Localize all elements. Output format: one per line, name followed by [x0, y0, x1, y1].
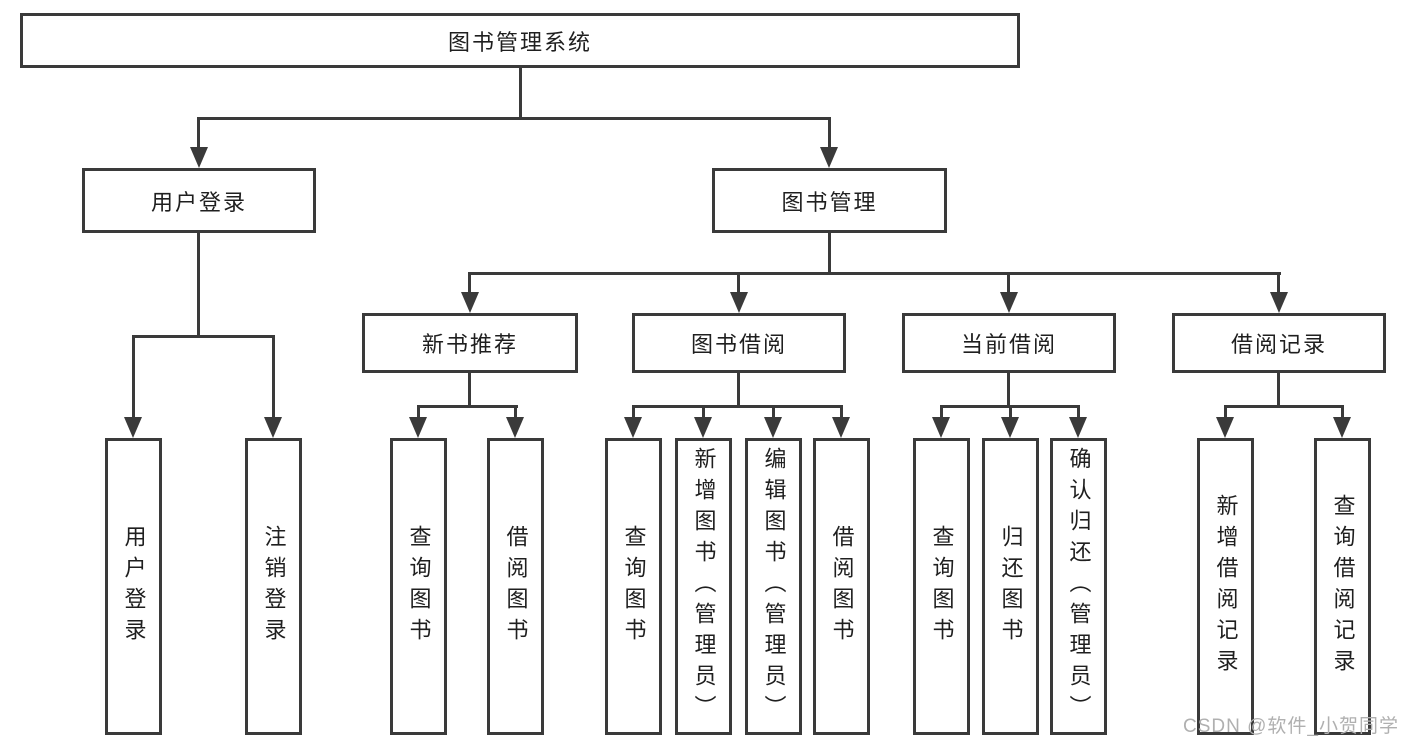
- csdn-watermark: CSDN @软件_小贺同学: [1183, 716, 1399, 737]
- leaf-label: 用户登录: [121, 524, 147, 649]
- connector-line: [1224, 405, 1344, 408]
- connector-line: [197, 117, 200, 149]
- arrow-down: [694, 417, 712, 438]
- node-library-management-system: 图书管理系统: [20, 13, 1020, 68]
- node-book-management: 图书管理: [712, 168, 947, 233]
- arrow-down: [932, 417, 950, 438]
- leaf-label: 新增图书（管理员）: [691, 447, 717, 726]
- connector-line: [197, 233, 200, 335]
- connector-line: [514, 405, 517, 418]
- leaf-label: 查询借阅记录: [1330, 493, 1356, 680]
- arrow-down: [264, 417, 282, 438]
- arrow-down: [461, 292, 479, 313]
- connector-line: [840, 405, 843, 418]
- leaf-query-books-current: 查询图书: [913, 438, 970, 735]
- leaf-add-book-admin: 新增图书（管理员）: [675, 438, 732, 735]
- connector-line: [702, 405, 705, 418]
- leaf-label: 确认归还（管理员）: [1066, 447, 1092, 726]
- leaf-label: 注销登录: [261, 524, 287, 649]
- node-current-borrow: 当前借阅: [902, 313, 1116, 373]
- connector-line: [132, 335, 135, 417]
- connector-line: [1277, 272, 1280, 293]
- arrow-down: [409, 417, 427, 438]
- connector-line: [632, 405, 843, 408]
- node-borrow-records: 借阅记录: [1172, 313, 1386, 373]
- leaf-label: 编辑图书（管理员）: [761, 447, 787, 726]
- arrow-down: [1001, 417, 1019, 438]
- connector-line: [468, 272, 471, 293]
- arrow-down: [506, 417, 524, 438]
- connector-line: [1007, 373, 1010, 405]
- leaf-confirm-return-admin: 确认归还（管理员）: [1050, 438, 1107, 735]
- leaf-edit-book-admin: 编辑图书（管理员）: [745, 438, 802, 735]
- leaf-label: 查询图书: [621, 524, 647, 649]
- leaf-label: 归还图书: [998, 524, 1024, 649]
- connector-line: [737, 272, 740, 293]
- connector-line: [417, 405, 518, 408]
- leaf-borrow-books-recommend: 借阅图书: [487, 438, 544, 735]
- arrow-down: [1270, 292, 1288, 313]
- connector-line: [1009, 405, 1012, 418]
- connector-line: [417, 405, 420, 418]
- leaf-add-borrow-record: 新增借阅记录: [1197, 438, 1254, 735]
- leaf-return-book: 归还图书: [982, 438, 1039, 735]
- connector-line: [468, 272, 1281, 275]
- connector-line: [1077, 405, 1080, 418]
- connector-line: [1007, 272, 1010, 293]
- arrow-down: [730, 292, 748, 313]
- connector-line: [828, 117, 831, 149]
- arrow-down: [1000, 292, 1018, 313]
- connector-line: [132, 335, 275, 338]
- leaf-label: 借阅图书: [829, 524, 855, 649]
- node-user-login: 用户登录: [82, 168, 316, 233]
- arrow-down: [820, 147, 838, 168]
- arrow-down: [764, 417, 782, 438]
- connector-line: [197, 117, 831, 120]
- leaf-query-borrow-record: 查询借阅记录: [1314, 438, 1371, 735]
- node-new-book-recommend: 新书推荐: [362, 313, 578, 373]
- leaf-query-books-recommend: 查询图书: [390, 438, 447, 735]
- connector-line: [1341, 405, 1344, 418]
- leaf-borrow-books: 借阅图书: [813, 438, 870, 735]
- arrow-down: [624, 417, 642, 438]
- arrow-down: [124, 417, 142, 438]
- leaf-label: 查询图书: [929, 524, 955, 649]
- connector-line: [940, 405, 943, 418]
- leaf-label: 借阅图书: [503, 524, 529, 649]
- connector-line: [519, 68, 522, 117]
- arrow-down: [1216, 417, 1234, 438]
- connector-line: [1224, 405, 1227, 418]
- leaf-label: 查询图书: [406, 524, 432, 649]
- arrow-down: [1333, 417, 1351, 438]
- connector-line: [828, 233, 831, 272]
- arrow-down: [1069, 417, 1087, 438]
- leaf-user-login: 用户登录: [105, 438, 162, 735]
- leaf-query-books-borrow: 查询图书: [605, 438, 662, 735]
- connector-line: [737, 373, 740, 405]
- connector-line: [632, 405, 635, 418]
- leaf-label: 新增借阅记录: [1213, 493, 1239, 680]
- arrow-down: [832, 417, 850, 438]
- connector-line: [468, 373, 471, 405]
- arrow-down: [190, 147, 208, 168]
- leaf-logout: 注销登录: [245, 438, 302, 735]
- node-book-borrow: 图书借阅: [632, 313, 846, 373]
- connector-line: [1277, 373, 1280, 405]
- connector-line: [772, 405, 775, 418]
- connector-line: [272, 335, 275, 417]
